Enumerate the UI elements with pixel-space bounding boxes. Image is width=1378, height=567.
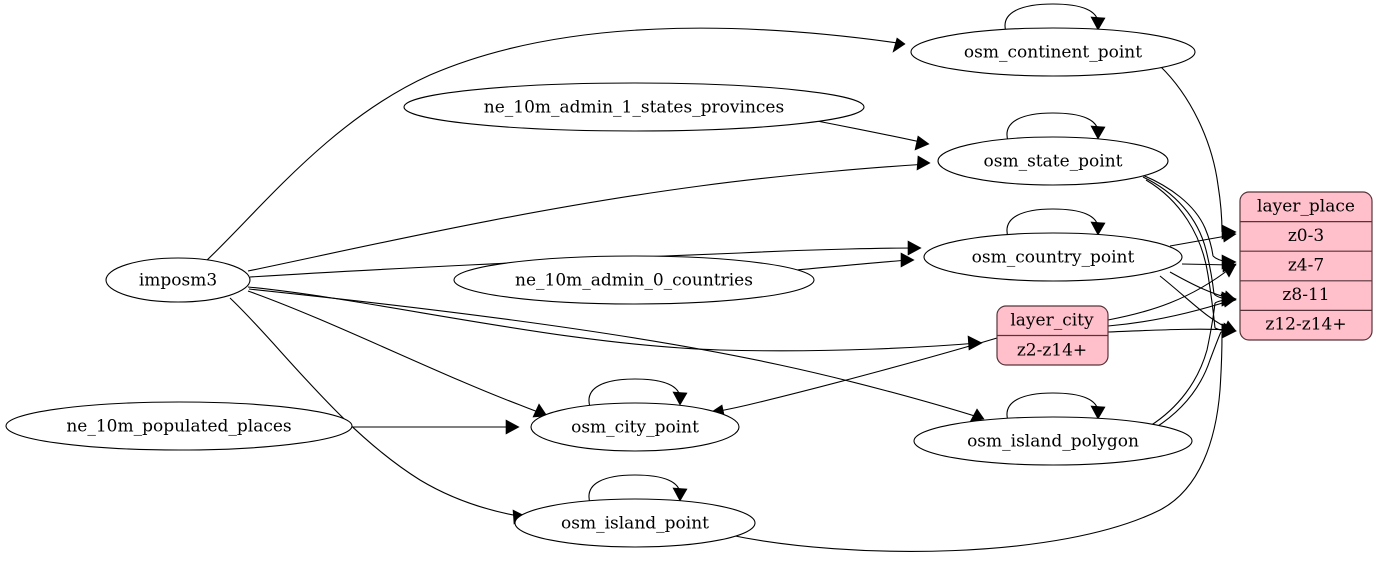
node-osm_city_point-label: osm_city_point bbox=[571, 418, 699, 438]
edge-osm_city_point-self-loop bbox=[588, 378, 688, 408]
node-ne_10m_admin_0_countries-label: ne_10m_admin_0_countries bbox=[515, 271, 753, 291]
node-ne_10m_admin_1_states_provinces-label: ne_10m_admin_1_states_provinces bbox=[484, 98, 784, 118]
node-osm_city_point[interactable]: osm_city_point bbox=[530, 402, 740, 452]
node-osm_country_point[interactable]: osm_country_point bbox=[923, 232, 1183, 282]
edge-osm_state_point-self-loop bbox=[1006, 112, 1106, 142]
node-layer_place-row-0[interactable]: z0-3 bbox=[1288, 226, 1324, 246]
edge-osm_island_point-to-layer_place bbox=[729, 323, 1237, 552]
edge-imposm3-to-osm_island_polygon bbox=[248, 288, 985, 423]
node-osm_continent_point-label: osm_continent_point bbox=[964, 43, 1142, 63]
edge-ne_10m_admin_1_states_provinces-to-osm_state_point bbox=[816, 120, 930, 151]
edge-imposm3-to-osm_state_point bbox=[247, 155, 931, 272]
node-osm_country_point-label: osm_country_point bbox=[972, 248, 1135, 268]
record-node-layer: layer_city z2-z14+ layer_place z0-3 z4-7… bbox=[996, 191, 1373, 366]
edge-osm_country_point-self-loop bbox=[1006, 208, 1106, 238]
edge-imposm3-to-layer_city bbox=[247, 286, 983, 352]
node-osm_continent_point[interactable]: osm_continent_point bbox=[910, 27, 1196, 77]
node-osm_island_point-label: osm_island_point bbox=[561, 514, 709, 534]
node-layer_city-row-0[interactable]: z2-z14+ bbox=[1017, 341, 1087, 361]
node-layer_city-title: layer_city bbox=[1010, 311, 1094, 331]
node-layer_place-row-3[interactable]: z12-z14+ bbox=[1265, 315, 1346, 335]
node-osm_island_polygon[interactable]: osm_island_polygon bbox=[913, 416, 1193, 466]
edge-imposm3-to-osm_city_point bbox=[247, 290, 548, 418]
edge-osm_island_point-self-loop bbox=[588, 474, 688, 504]
edge-osm_island_polygon-self-loop bbox=[1006, 392, 1106, 422]
node-osm_state_point[interactable]: osm_state_point bbox=[937, 136, 1169, 186]
edge-osm_continent_point-self-loop bbox=[1004, 3, 1106, 33]
edge-osm_island_polygon-to-layer_place bbox=[1149, 291, 1237, 429]
edge-ne_10m_populated_places-to-osm_city_point bbox=[352, 419, 520, 435]
edge-ne_10m_admin_0_countries-to-osm_country_point bbox=[796, 252, 915, 271]
node-layer_city[interactable]: layer_city z2-z14+ bbox=[996, 305, 1109, 366]
node-ne_10m_populated_places-label: ne_10m_populated_places bbox=[66, 417, 291, 437]
node-layer: imposm3 ne_10m_populated_places ne_10m_a… bbox=[5, 27, 1196, 548]
node-imposm3[interactable]: imposm3 bbox=[105, 257, 251, 303]
node-ne_10m_populated_places[interactable]: ne_10m_populated_places bbox=[5, 401, 353, 451]
node-layer_place-title: layer_place bbox=[1257, 197, 1355, 217]
node-layer_place[interactable]: layer_place z0-3 z4-7 z8-11 z12-z14+ bbox=[1239, 191, 1373, 341]
node-layer_place-row-1[interactable]: z4-7 bbox=[1288, 256, 1324, 276]
edge-osm_country_point-to-layer_place bbox=[1159, 227, 1237, 335]
edge-osm_continent_point-to-layer_place bbox=[1159, 65, 1237, 240]
node-layer_place-row-2[interactable]: z8-11 bbox=[1282, 285, 1329, 305]
edge-imposm3-to-osm_continent_point bbox=[204, 27, 906, 263]
node-osm_state_point-label: osm_state_point bbox=[984, 152, 1123, 172]
node-osm_island_polygon-label: osm_island_polygon bbox=[967, 432, 1139, 452]
node-ne_10m_admin_1_states_provinces[interactable]: ne_10m_admin_1_states_provinces bbox=[403, 82, 865, 132]
node-osm_island_point[interactable]: osm_island_point bbox=[514, 498, 756, 548]
node-ne_10m_admin_0_countries[interactable]: ne_10m_admin_0_countries bbox=[453, 255, 815, 305]
node-imposm3-label: imposm3 bbox=[139, 271, 217, 291]
